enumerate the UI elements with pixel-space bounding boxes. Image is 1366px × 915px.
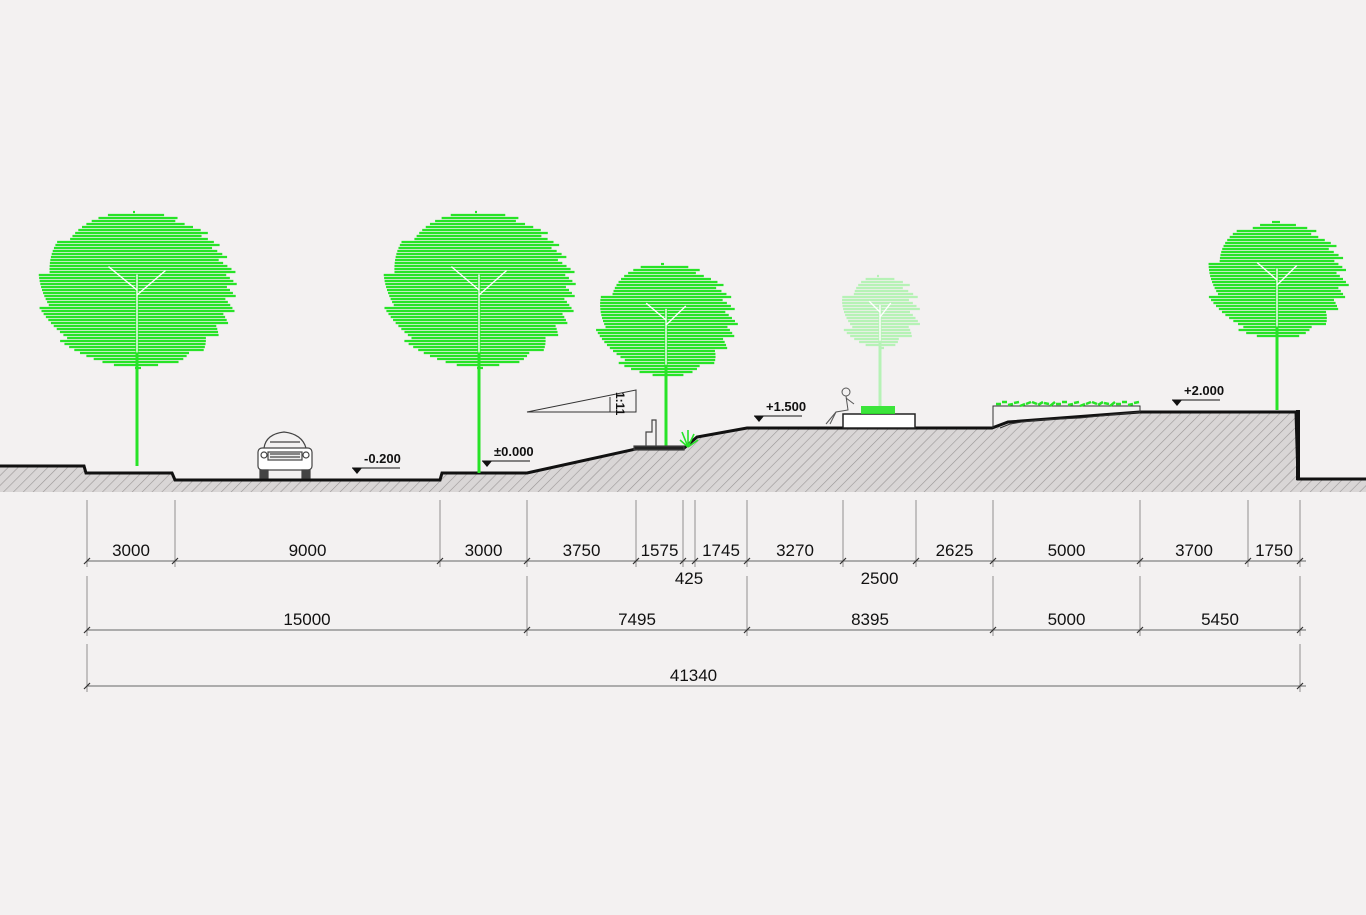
elev-walk-label: ±0.000 xyxy=(494,444,534,459)
dim-row1-7: 2625 xyxy=(936,541,974,560)
dim-row2-1: 7495 xyxy=(618,610,656,629)
tree-1 xyxy=(38,210,237,466)
dim-row1b-1: 2500 xyxy=(861,569,899,588)
dim-row1-8: 5000 xyxy=(1048,541,1086,560)
dim-total-0: 41340 xyxy=(670,666,717,685)
dim-row1-10: 1750 xyxy=(1255,541,1293,560)
dim-row1-4: 1575 xyxy=(641,541,679,560)
dim-row2-0: 15000 xyxy=(283,610,330,629)
ground-section xyxy=(0,412,1366,492)
tree-2 xyxy=(383,210,576,473)
slope-indicator: 1:11 xyxy=(526,389,637,416)
dim-row2-4: 5450 xyxy=(1201,610,1239,629)
elev-walk: ±0.000 xyxy=(482,444,534,467)
tree-4 xyxy=(842,274,920,406)
planter-icon xyxy=(992,400,1141,429)
car-icon xyxy=(257,431,313,479)
bench-icon xyxy=(633,419,685,451)
dim-row1b-0: 425 xyxy=(675,569,703,588)
slope-label: 1:11 xyxy=(613,392,627,416)
dim-row1-0: 3000 xyxy=(112,541,150,560)
elev-terrace-label: +2.000 xyxy=(1184,383,1224,398)
planter-box xyxy=(842,406,916,429)
elev-road-label: -0.200 xyxy=(364,451,401,466)
dim-row1-9: 3700 xyxy=(1175,541,1213,560)
elev-plaza-label: +1.500 xyxy=(766,399,806,414)
seated-person-icon xyxy=(825,387,855,425)
dim-row2-3: 5000 xyxy=(1048,610,1086,629)
dim-row1-2: 3000 xyxy=(465,541,503,560)
dim-row2-2: 8395 xyxy=(851,610,889,629)
dim-row1-5: 1745 xyxy=(702,541,740,560)
tree-5 xyxy=(1208,220,1349,410)
dim-row1-6: 3270 xyxy=(776,541,814,560)
elev-road: -0.200 xyxy=(352,451,401,474)
elev-terrace: +2.000 xyxy=(1172,383,1224,406)
shrub-icon xyxy=(679,430,699,448)
dim-row1-1: 9000 xyxy=(289,541,327,560)
dim-row1-3: 3750 xyxy=(563,541,601,560)
tree-3 xyxy=(596,262,738,449)
elev-plaza: +1.500 xyxy=(754,399,806,422)
